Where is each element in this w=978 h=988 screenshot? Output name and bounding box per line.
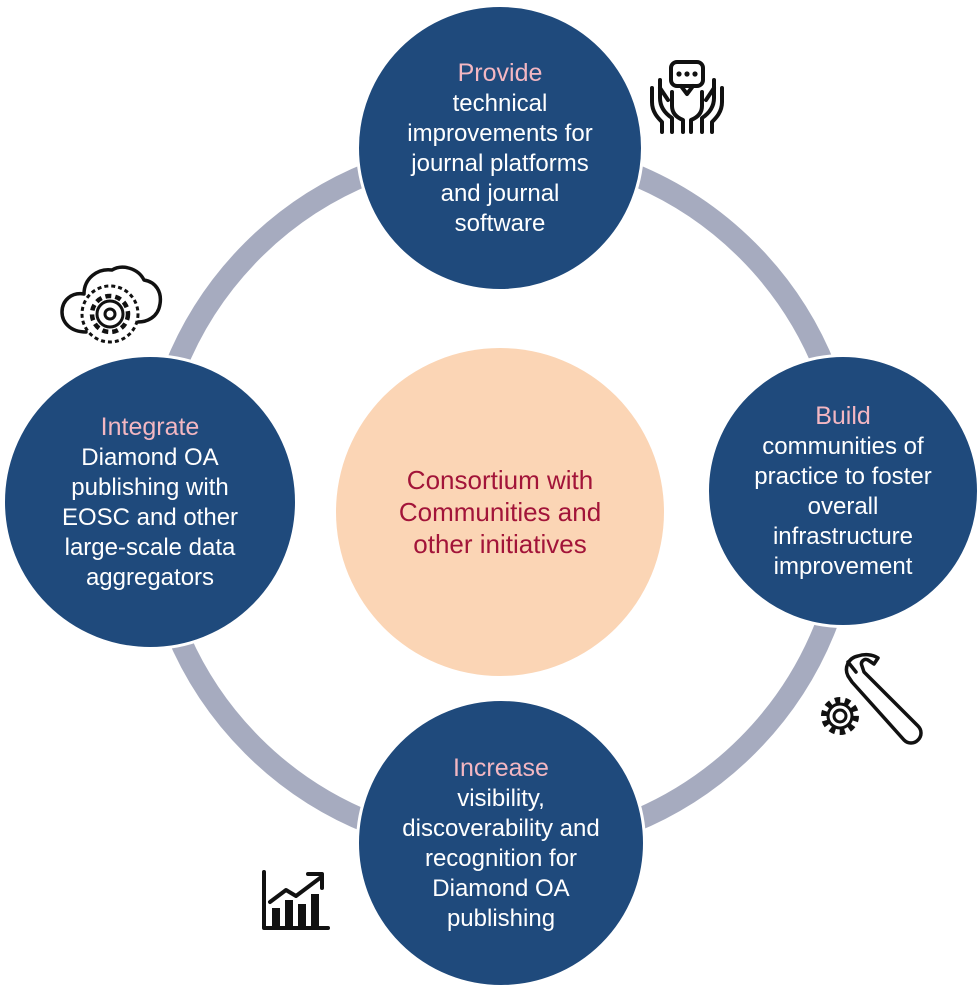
center-circle: Consortium with Communities and other in… [336, 348, 664, 676]
node-integrate-description: Diamond OA publishing with EOSC and othe… [61, 443, 239, 591]
node-build: Build communities of practice to foster … [706, 354, 978, 628]
node-build-verb: Build [815, 401, 871, 430]
cloud-gear-icon [60, 265, 163, 344]
node-integrate-verb: Integrate [100, 412, 200, 441]
node-provide-description: technical improvements for journal platf… [407, 89, 593, 237]
wrench-gear-icon [821, 652, 923, 745]
hands-chat-icon [650, 60, 724, 134]
node-build-description: communities of practice to foster overal… [754, 432, 932, 580]
growth-chart-icon [262, 870, 330, 930]
node-increase-description: visibility, discoverability and recognit… [402, 784, 600, 932]
center-text: Consortium with Communities and other in… [398, 465, 602, 559]
node-increase-verb: Increase [453, 753, 549, 782]
node-integrate: Integrate Diamond OA publishing with EOS… [2, 354, 298, 650]
node-provide-verb: Provide [457, 58, 543, 87]
node-increase: Increase visibility, discoverability and… [356, 698, 646, 988]
node-provide: Provide technical improvements for journ… [356, 4, 644, 292]
